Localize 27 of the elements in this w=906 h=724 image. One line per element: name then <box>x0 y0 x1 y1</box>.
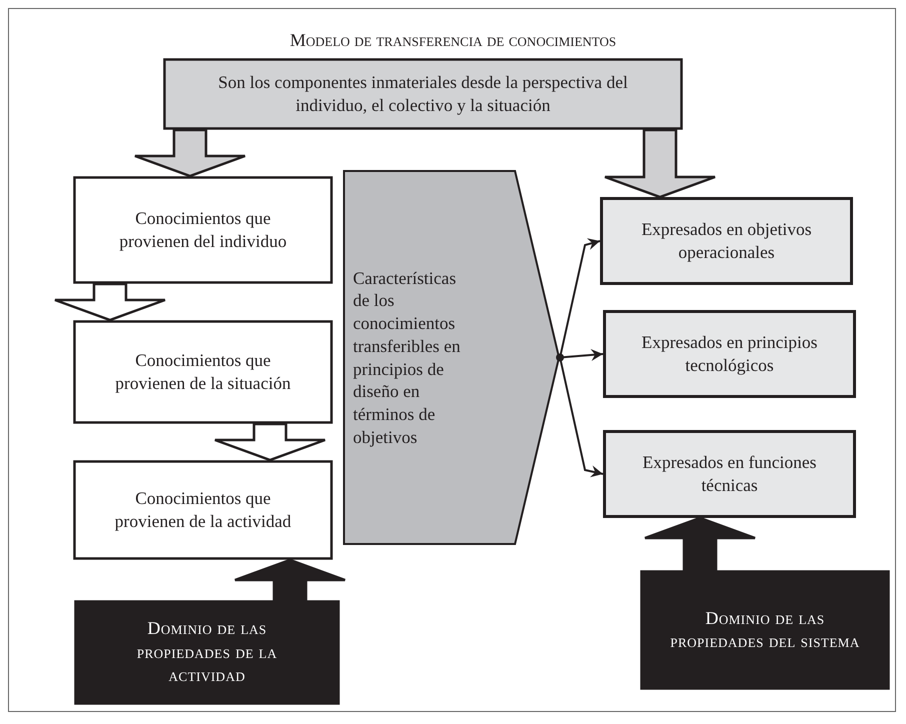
block-arrow <box>644 516 756 572</box>
result-box <box>600 197 853 285</box>
block-arrow <box>234 558 346 602</box>
block-arrow <box>134 128 246 178</box>
knowledge-box <box>73 460 333 560</box>
knowledge-box <box>73 176 333 284</box>
node-text: Expresados en objetivos operacionales <box>640 218 813 264</box>
block-arrow <box>604 128 716 198</box>
node-text: Expresados en principios tecnológicos <box>640 331 818 377</box>
domain-box <box>74 600 340 705</box>
block-arrow <box>214 422 326 462</box>
component-box <box>163 58 683 130</box>
domain-label: Dominio de las propiedades de la actividad <box>136 617 278 688</box>
result-box <box>603 430 856 518</box>
domain-label: Dominio de las propiedades del sistema <box>670 606 860 653</box>
knowledge-box <box>73 320 333 424</box>
node-text: Expresados en funciones técnicas <box>642 451 818 497</box>
diagram-title: Modelo de transferencia de conocimientos <box>288 30 618 51</box>
node-text: Conocimientos que provienen del individuo <box>118 207 288 253</box>
node-text: Características de los conocimientos transferibles en principios de diseño en términos de objetivos <box>353 266 462 448</box>
domain-box <box>640 570 890 690</box>
block-arrow <box>54 282 166 322</box>
characteristics-box <box>343 170 560 545</box>
node-text: Conocimientos que provienen de la situación <box>114 349 292 395</box>
node-text: Son los componentes inmateriales desde la perspectiva del individuo, el colectivo y la situación <box>217 71 629 117</box>
node-text: Conocimientos que provienen de la actividad <box>114 487 292 533</box>
result-box <box>603 310 856 398</box>
